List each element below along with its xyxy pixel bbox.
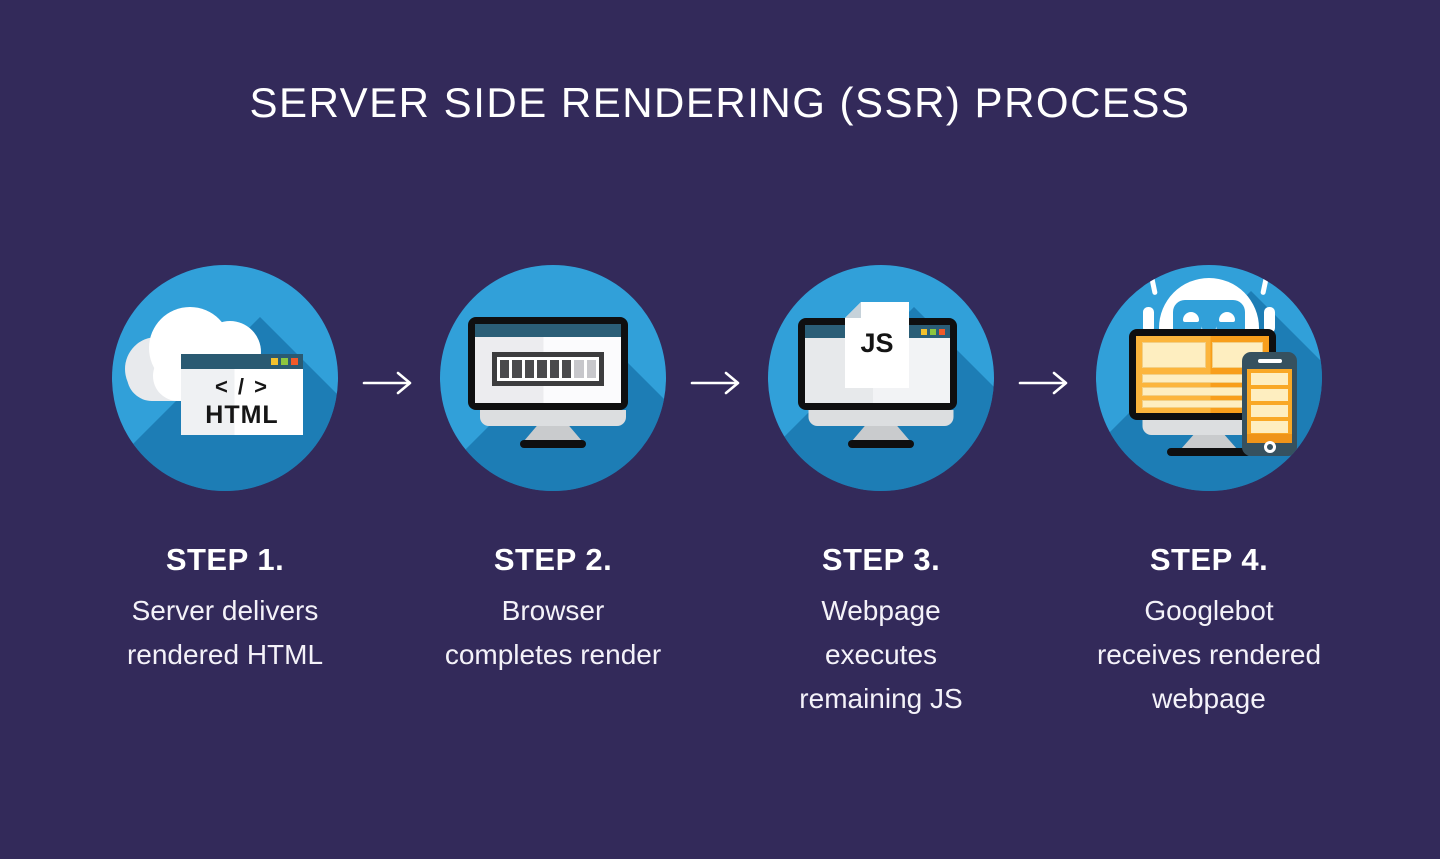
monitor-stand <box>524 426 582 441</box>
step-3-label: STEP 3. <box>821 542 941 577</box>
window-dot-orange-icon <box>291 358 298 365</box>
monitor-base <box>1167 448 1251 456</box>
step-1-description: Server delivers rendered HTML <box>61 589 389 677</box>
smartphone-icon <box>1242 352 1297 456</box>
monitor-js-icon: JS <box>768 265 994 491</box>
content-bar <box>1251 421 1288 433</box>
window-dot-yellow-icon <box>921 328 927 335</box>
robot-ear-icon <box>1143 307 1154 333</box>
step-desc-line: Browser <box>501 595 605 626</box>
step-3-circle: JS <box>768 265 994 491</box>
monitor-chin <box>808 410 954 426</box>
code-glyph: < / > <box>214 374 270 399</box>
step-4: STEP 4. Googlebot receives rendered webp… <box>1045 265 1373 721</box>
step-desc-line: Server delivers <box>131 595 319 626</box>
window-dot-orange-icon <box>939 328 945 335</box>
home-button-icon <box>1263 441 1276 453</box>
step-3-description: Webpage executes remaining JS <box>717 589 1045 721</box>
step-2-label: STEP 2. <box>493 542 613 577</box>
page-fold <box>845 302 861 318</box>
js-label: JS <box>860 328 894 358</box>
screen-titlebar <box>475 324 621 337</box>
cloud-html-icon: < / > HTML <box>112 265 338 491</box>
robot-eye-icon <box>1183 312 1199 322</box>
window-dot-green-icon <box>930 328 936 335</box>
screen-shade <box>1247 434 1292 443</box>
step-2-circle <box>440 265 666 491</box>
step-3: JS STEP 3. Webpage executes remaining JS <box>717 265 1045 721</box>
html-label: HTML <box>205 401 279 429</box>
browser-window-icon: < / > HTML <box>181 354 303 435</box>
monitor-chin <box>480 410 626 426</box>
step-desc-line: receives rendered <box>1096 639 1322 670</box>
arrow-right-icon <box>362 369 416 397</box>
monitor-frame <box>468 317 628 410</box>
step-desc-line: webpage <box>1152 683 1266 714</box>
robot-ear-icon <box>1264 307 1275 333</box>
js-document-icon: JS <box>845 302 909 388</box>
content-block <box>1142 342 1206 368</box>
window-body: < / > HTML <box>181 369 303 435</box>
page-title: SERVER SIDE RENDERING (SSR) PROCESS <box>249 79 1191 126</box>
robot-antenna-icon <box>1149 276 1158 296</box>
monitor-stand <box>1181 435 1237 449</box>
arrow-right-icon <box>690 369 744 397</box>
step-1: < / > HTML STEP 1. Server delivers rende… <box>61 265 389 677</box>
phone-speaker-icon <box>1257 359 1282 363</box>
robot-antenna-icon <box>1260 276 1269 296</box>
content-bar <box>1251 405 1288 417</box>
step-2: STEP 2. Browser completes render <box>389 265 717 677</box>
window-dot-green-icon <box>281 358 288 365</box>
robot-eye-icon <box>1219 312 1235 322</box>
arrow-right-icon <box>1018 369 1072 397</box>
step-4-description: Googlebot receives rendered webpage <box>1045 589 1373 721</box>
content-bar <box>1251 373 1288 385</box>
phone-screen <box>1247 369 1292 443</box>
loading-bar-icon <box>492 352 604 386</box>
monitor-stand <box>852 426 910 441</box>
step-desc-line: Googlebot <box>1144 595 1274 626</box>
robot-devices-icon <box>1096 265 1322 491</box>
step-desc-line: rendered HTML <box>126 639 324 670</box>
monitor-screen <box>475 324 621 403</box>
step-4-circle <box>1096 265 1322 491</box>
step-1-circle: < / > HTML <box>112 265 338 491</box>
step-desc-line: remaining JS <box>799 683 963 714</box>
window-dot-yellow-icon <box>271 358 278 365</box>
step-desc-line: completes render <box>444 639 662 670</box>
content-bar <box>1251 389 1288 401</box>
step-1-label: STEP 1. <box>165 542 285 577</box>
monitor-base <box>848 440 914 448</box>
monitor-base <box>520 440 586 448</box>
step-4-label: STEP 4. <box>1149 542 1269 577</box>
step-2-description: Browser completes render <box>389 589 717 677</box>
step-desc-line: Webpage <box>821 595 941 626</box>
monitor-loading-icon <box>440 265 666 491</box>
step-desc-line: executes <box>824 639 938 670</box>
window-titlebar <box>181 354 303 369</box>
